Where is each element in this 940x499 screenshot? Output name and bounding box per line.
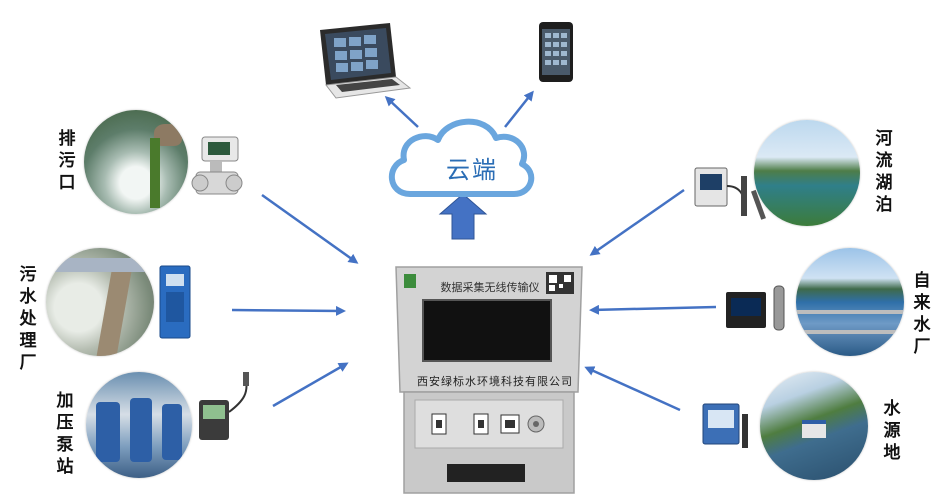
handheld-meter-icon	[199, 372, 249, 440]
river-lake-photo	[754, 120, 860, 226]
ph-meter-icon	[726, 285, 785, 331]
arrow-waterworks-to-device	[589, 304, 717, 315]
arrow-river-to-device	[589, 188, 685, 256]
device-screen	[422, 299, 552, 362]
water-source-photo	[760, 372, 868, 480]
arrow-pump-to-device	[272, 362, 349, 408]
cloud-label: 云端	[446, 156, 498, 184]
cloud-shape	[388, 118, 535, 197]
label-water-source: 水源地	[883, 399, 901, 463]
label-sewage-plant: 污水处理厂	[19, 265, 37, 373]
label-river-lake: 河流湖泊	[875, 129, 893, 215]
arrow-cloud-to-phone	[504, 90, 534, 128]
label-waterworks: 自来水厂	[913, 271, 931, 357]
label-outfall: 排污口	[58, 129, 76, 193]
water-quality-analyzer-icon	[694, 167, 766, 220]
label-pump-station: 加压泵站	[56, 391, 74, 477]
flow-meter-icon	[191, 136, 243, 195]
waterworks-photo	[796, 248, 904, 356]
brand-logo	[404, 274, 416, 288]
outfall-photo	[84, 110, 188, 214]
up-arrow	[438, 193, 488, 240]
phone-icon	[539, 22, 573, 82]
arrow-cloud-to-laptop	[384, 95, 419, 128]
pump-station-photo	[86, 372, 192, 478]
arrow-source-to-device	[584, 366, 681, 412]
arrow-outfall-to-device	[261, 193, 359, 264]
data-transmitter-device	[395, 266, 583, 494]
laptop-icon	[320, 23, 412, 99]
analyzer-cabinet-icon	[159, 265, 191, 339]
device-title: 数据采集无线传输仪	[440, 281, 540, 294]
device-company: 西安绿标水环境科技有限公司	[417, 375, 573, 388]
arrow-wwtp-to-device	[231, 305, 346, 316]
sewage-plant-photo	[46, 248, 154, 356]
online-analyzer-icon	[702, 403, 748, 448]
